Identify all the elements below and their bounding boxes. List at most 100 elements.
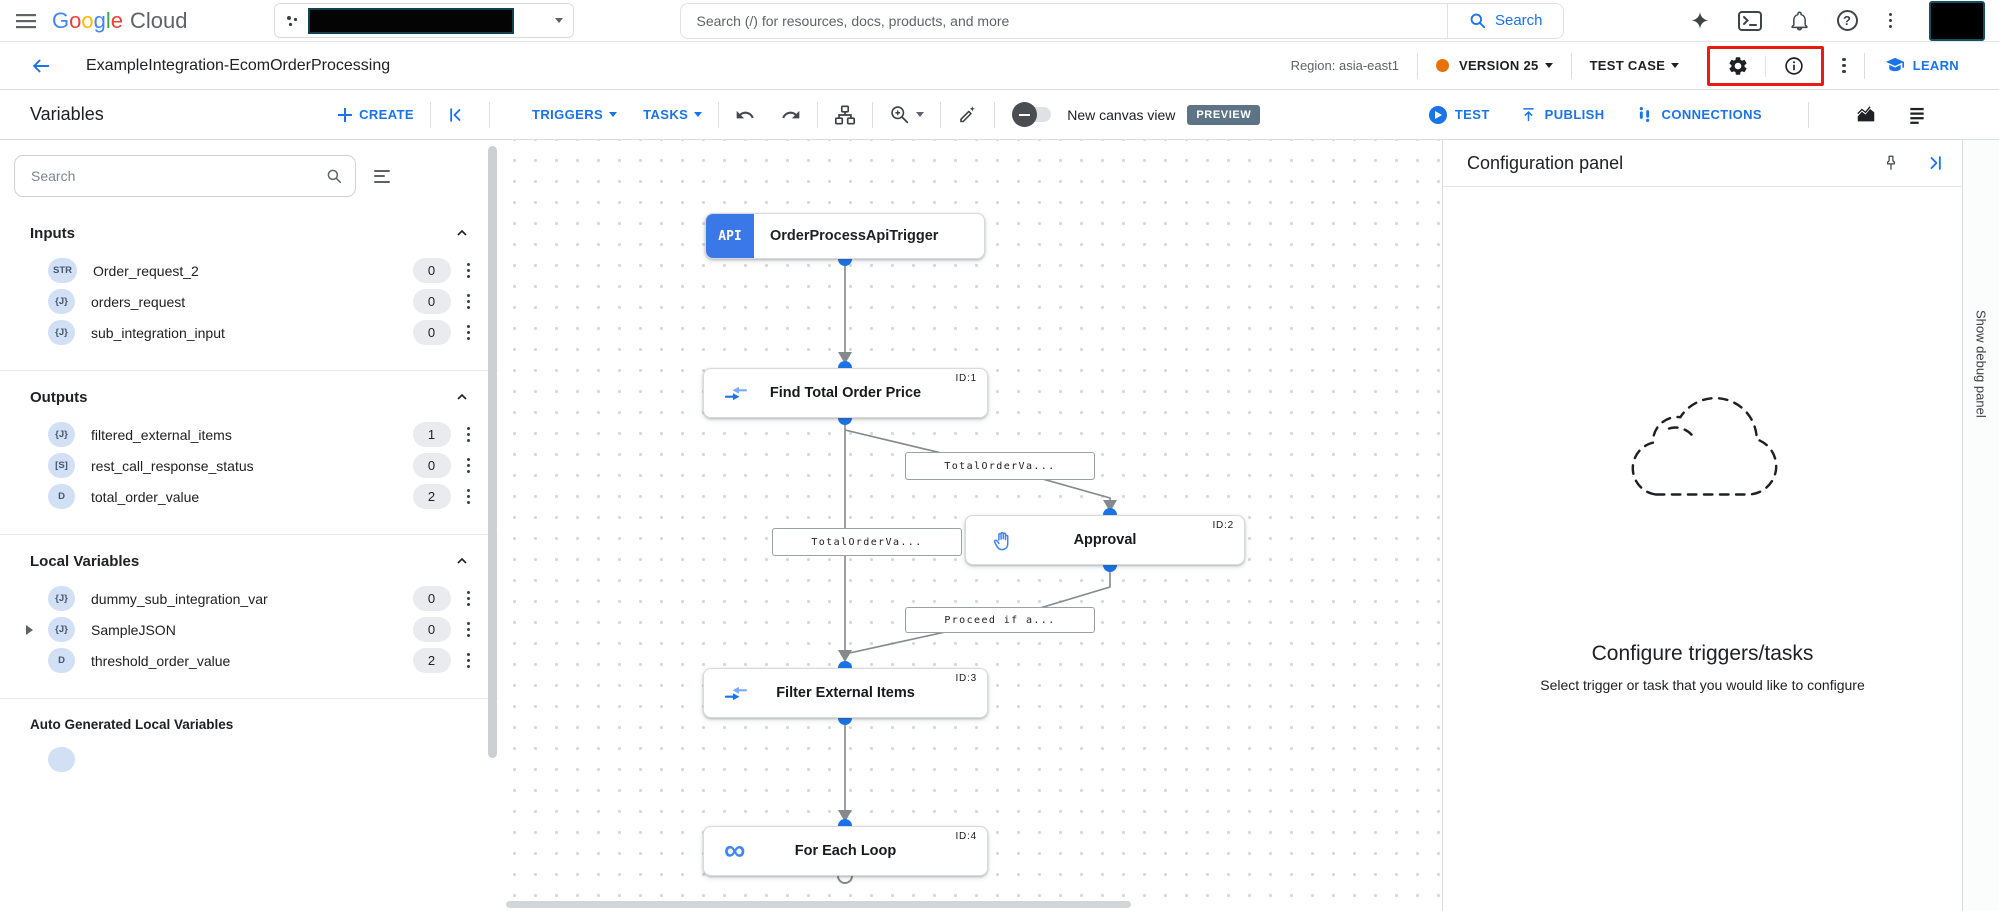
variables-search-box [14,155,356,197]
edge-condition-label[interactable]: TotalOrderVa... [772,528,962,556]
zoom-in-icon [891,106,909,124]
redo-icon[interactable] [781,105,801,125]
more-options-icon[interactable] [1885,9,1897,33]
auto-layout-icon[interactable] [834,104,856,126]
collapse-panel-left-icon[interactable] [447,105,467,125]
zoom-menu[interactable] [889,104,925,125]
more-options-icon[interactable] [463,290,475,314]
publish-button[interactable]: PUBLISH [1520,106,1605,123]
canvas-view-label: New canvas view [1067,106,1176,123]
more-options-icon[interactable] [463,649,475,673]
more-options-icon[interactable] [463,423,475,447]
learn-button[interactable]: LEARN [1865,57,1959,75]
sidebar-scrollbar[interactable] [488,146,497,758]
type-badge: {J} [48,320,75,345]
edge-condition-label[interactable]: Proceed if a... [905,607,1095,633]
integration-canvas[interactable]: API OrderProcessApiTrigger ID:1 Find Tot… [498,140,1442,911]
test-button[interactable]: TEST [1428,105,1490,124]
version-status-dot [1435,59,1449,72]
variable-row[interactable]: D threshold_order_value 2 [0,645,498,676]
menu-icon[interactable] [0,13,52,29]
variable-row[interactable]: [S] rest_call_response_status 0 [0,450,498,481]
pin-panel-icon[interactable] [1882,153,1900,173]
more-options-icon[interactable] [463,485,475,509]
node-order-process-api-trigger[interactable]: API OrderProcessApiTrigger [705,213,985,259]
global-search-bar: Search [679,2,1564,39]
triggers-menu[interactable]: TRIGGERS [532,107,618,122]
variable-row[interactable] [0,744,498,775]
help-icon[interactable]: ? [1836,10,1858,31]
project-selector[interactable] [273,3,574,38]
more-options-icon[interactable] [463,454,475,478]
variable-row[interactable]: {J} SampleJSON 0 [0,614,498,645]
show-debug-panel-strip[interactable]: Show debug panel [1962,140,1999,911]
connections-button[interactable]: CONNECTIONS [1635,105,1762,124]
data-mapping-icon [724,385,748,402]
usage-count: 0 [412,586,451,611]
chevron-down-icon [916,112,925,117]
variable-row[interactable]: STR Order_request_2 0 [0,255,498,286]
more-options-icon[interactable] [463,618,475,642]
variables-panel: Inputs STR Order_request_2 0 {J} orders_… [0,140,498,911]
more-options-icon[interactable] [463,321,475,345]
usage-count: 0 [412,258,451,283]
magic-wand-icon[interactable] [957,104,978,125]
chevron-down-icon [694,112,703,117]
metrics-chart-icon[interactable] [1855,104,1877,126]
variable-row[interactable]: {J} dummy_sub_integration_var 0 [0,583,498,614]
type-badge: STR [48,258,77,283]
tasks-menu[interactable]: TASKS [643,107,703,122]
local-variables-section-header[interactable]: Local Variables [0,539,498,583]
logs-icon[interactable] [1907,105,1927,125]
node-approval[interactable]: ID:2 Approval [965,515,1245,565]
outputs-section-header[interactable]: Outputs [0,375,498,419]
empty-state-title: Configure triggers/tasks [1591,642,1814,665]
expand-arrow-icon[interactable] [26,624,48,635]
info-icon[interactable] [1766,55,1821,77]
inputs-section-header[interactable]: Inputs [0,211,498,255]
back-arrow-icon[interactable] [30,55,52,77]
variable-row[interactable]: D total_order_value 2 [0,481,498,512]
gemini-sparkle-icon[interactable] [1689,10,1711,32]
usage-count: 2 [412,484,451,509]
variable-row[interactable]: {J} sub_integration_input 0 [0,317,498,348]
node-find-total-order-price[interactable]: ID:1 Find Total Order Price [703,368,988,418]
version-selector[interactable]: VERSION 25 [1418,58,1571,73]
chevron-up-icon [457,557,467,564]
configuration-panel-title: Configuration panel [1467,152,1624,173]
page-title: ExampleIntegration-EcomOrderProcessing [86,56,391,74]
edge-condition-label[interactable]: TotalOrderVa... [905,452,1095,480]
more-options-icon[interactable] [463,587,475,611]
sort-variables-icon[interactable] [370,166,394,187]
cloud-shell-icon[interactable] [1737,10,1762,31]
chevron-down-icon [1671,63,1680,68]
auto-generated-section-header: Auto Generated Local Variables [0,698,498,744]
variable-row[interactable]: {J} orders_request 0 [0,286,498,317]
more-actions-icon[interactable] [1838,54,1850,78]
undo-icon[interactable] [735,105,755,125]
create-variable-button[interactable]: CREATE [338,107,414,122]
integration-header: ExampleIntegration-EcomOrderProcessing R… [0,42,1999,90]
more-options-icon[interactable] [463,259,475,283]
canvas-view-toggle[interactable] [1012,102,1052,127]
settings-gear-icon[interactable] [1710,55,1765,77]
variables-search-input[interactable] [31,168,325,184]
type-badge: {J} [48,289,75,314]
avatar[interactable] [1929,0,1985,41]
connections-icon [1639,107,1649,122]
variable-row[interactable]: {J} filtered_external_items 1 [0,419,498,450]
node-filter-external-items[interactable]: ID:3 Filter External Items [703,668,988,718]
dashed-cloud-illustration [1443,387,1962,524]
search-icon [327,169,342,184]
approval-hand-icon [992,529,1015,552]
global-search-input[interactable] [680,12,1447,29]
global-search-button[interactable]: Search [1446,3,1563,38]
test-case-selector[interactable]: TEST CASE [1572,58,1698,73]
node-for-each-loop[interactable]: ID:4 ∞ For Each Loop [703,826,988,876]
usage-count: 0 [412,453,451,478]
collapse-panel-right-icon[interactable] [1924,153,1944,173]
canvas-horizontal-scrollbar[interactable] [506,901,1131,908]
notifications-bell-icon[interactable] [1789,10,1810,32]
